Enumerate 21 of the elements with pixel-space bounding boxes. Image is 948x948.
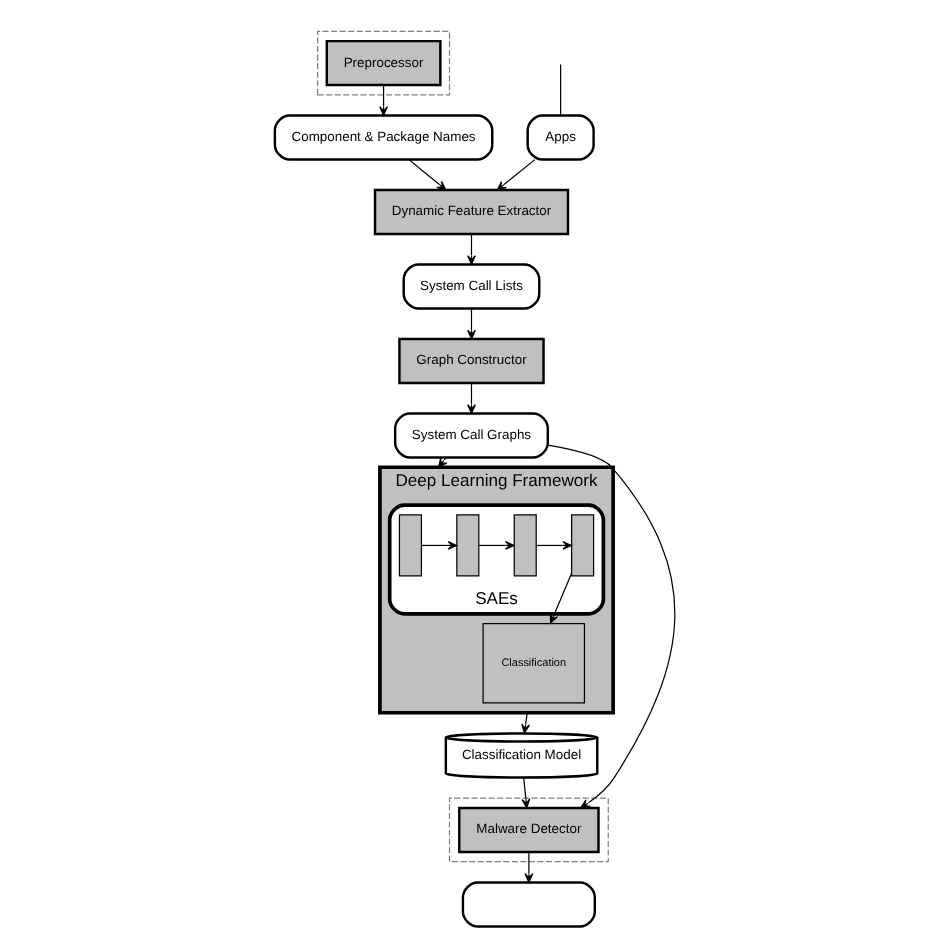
arrow [546, 444, 675, 809]
arrow [534, 541, 572, 550]
arrow [523, 851, 533, 883]
node-bar [570, 514, 594, 577]
connector [559, 63, 561, 117]
arrow [378, 84, 388, 116]
node-bar [455, 514, 479, 577]
arrow [495, 159, 535, 191]
arrow [477, 541, 514, 550]
arrow [466, 233, 475, 265]
arrow [520, 776, 530, 809]
node-bar [512, 514, 536, 577]
arrow [466, 308, 475, 340]
arrow [420, 541, 457, 550]
arrow [407, 159, 446, 191]
arrow [520, 712, 529, 734]
cluster [316, 30, 450, 96]
node-box [460, 881, 596, 928]
arrow [548, 572, 572, 624]
node-bar [397, 514, 422, 577]
arrow [466, 382, 475, 414]
